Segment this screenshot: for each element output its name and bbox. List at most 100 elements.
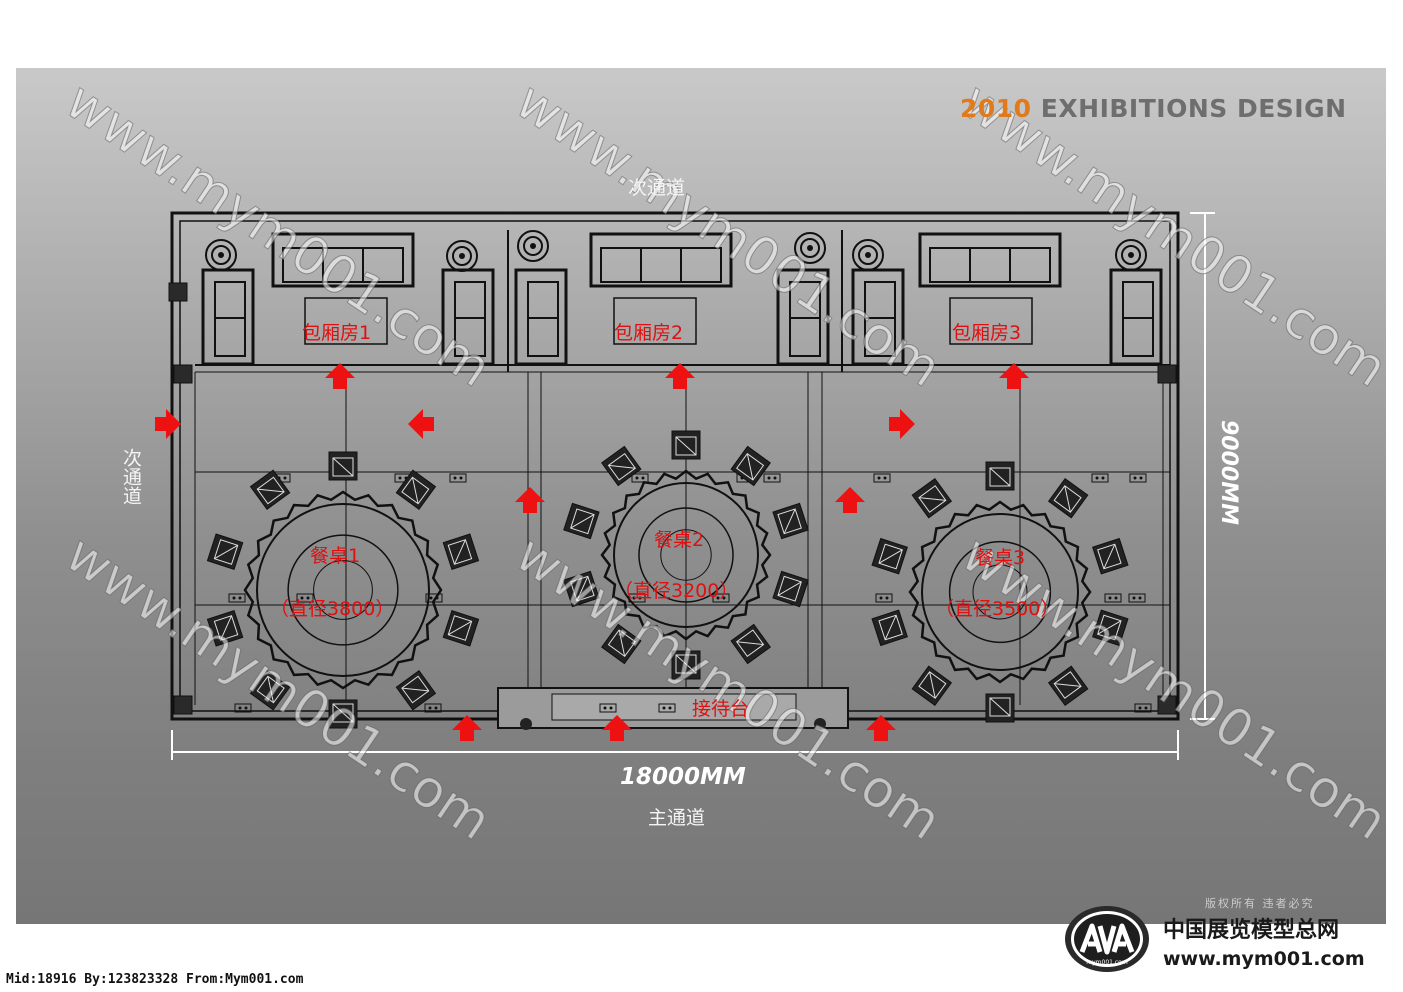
- armchair: [514, 268, 568, 366]
- brand-url[interactable]: www.mym001.com: [1163, 948, 1365, 970]
- footer-meta: Mid:18916 By:123823328 From:Mym001.com: [6, 972, 304, 987]
- dining-chair: [395, 469, 437, 510]
- truss-node: [449, 473, 467, 483]
- truss-node: [712, 593, 730, 603]
- dining-chair: [249, 670, 291, 711]
- brand-name: 中国展览模型总网: [1163, 918, 1340, 943]
- watermark: www.mym001.com: [505, 71, 952, 399]
- aisle-bottom-label: 主通道: [648, 807, 706, 829]
- height-dimension: 9000MM: [1216, 420, 1241, 526]
- dining-chair: [671, 430, 701, 460]
- brand-logo: mym001.com: [1065, 906, 1149, 972]
- direction-arrow-up: [452, 715, 482, 741]
- dining-chair: [395, 670, 437, 711]
- direction-arrow-right: [155, 409, 181, 439]
- dining-chair: [1047, 477, 1089, 519]
- dining-chair: [206, 610, 244, 647]
- dining-chair: [911, 665, 953, 707]
- table-top: [256, 503, 430, 677]
- dining-chair: [1092, 609, 1129, 647]
- table-edge: [600, 469, 772, 641]
- dining-chair: [772, 502, 809, 540]
- side-table-icon: [205, 239, 237, 271]
- dining-chair: [871, 537, 908, 575]
- dining-table-1: [206, 451, 480, 729]
- dining-tables: [206, 430, 1129, 729]
- table-top: [921, 513, 1079, 671]
- dining-chair: [601, 623, 642, 665]
- side-table-icon: [446, 240, 478, 272]
- spotlight-icon: [814, 718, 826, 730]
- side-table-icon: [1115, 239, 1147, 271]
- armchair: [776, 268, 830, 366]
- post: [173, 695, 193, 715]
- coffee-table: [613, 297, 697, 345]
- dining-chair: [249, 469, 291, 510]
- furniture: [168, 230, 1177, 730]
- room-label-2: 包厢房2: [614, 322, 684, 344]
- side-table-icon: [517, 230, 549, 262]
- table-label-3: 餐桌3: [975, 547, 1026, 569]
- truss-node: [873, 473, 891, 483]
- post: [1157, 364, 1177, 384]
- truss-node: [1129, 473, 1147, 483]
- dining-chair: [772, 570, 809, 608]
- header-title: 2010 EXHIBITIONS DESIGN: [960, 94, 1347, 123]
- side-table-icon: [852, 239, 884, 271]
- header-year: 2010: [960, 94, 1032, 123]
- watermark: www.mym001.com: [951, 524, 1398, 852]
- direction-arrow-up: [835, 487, 865, 513]
- table-diameter-2: （直径3200）: [614, 580, 739, 602]
- post: [168, 282, 188, 302]
- dining-chair: [563, 502, 600, 540]
- dining-chair: [206, 533, 244, 570]
- truss-node: [424, 703, 442, 713]
- truss-node: [234, 703, 252, 713]
- direction-arrow-up: [665, 363, 695, 389]
- table-center: [313, 560, 373, 620]
- table-top: [613, 482, 759, 628]
- logo-text: mym001.com: [1086, 959, 1128, 966]
- three-seat-sofa: [589, 232, 733, 288]
- direction-arrow-up: [325, 363, 355, 389]
- lazy-susan: [287, 534, 399, 646]
- post: [173, 364, 193, 384]
- dining-chair: [985, 461, 1015, 491]
- dining-chair: [871, 609, 908, 647]
- table-diameter-1: （直径3800）: [270, 598, 395, 620]
- dining-chair: [730, 445, 771, 487]
- lazy-susan: [638, 507, 734, 603]
- side-table-icon: [794, 232, 826, 264]
- truss-node: [658, 703, 676, 713]
- direction-arrow-left: [408, 409, 434, 439]
- direction-arrows: [155, 363, 1029, 741]
- table-label-2: 餐桌2: [654, 529, 705, 551]
- watermarks: www.mym001.com www.mym001.com www.mym001…: [54, 71, 1398, 853]
- watermark: www.mym001.com: [55, 71, 502, 399]
- copyright-text: 版权所有 违者必究: [1205, 897, 1315, 910]
- truss-node: [296, 593, 314, 603]
- truss-node: [599, 703, 617, 713]
- dining-chair: [985, 693, 1015, 723]
- table-label-1: 餐桌1: [310, 545, 361, 567]
- dining-chair: [442, 533, 480, 570]
- drawing-panel: [16, 68, 1386, 924]
- three-seat-sofa: [271, 232, 415, 288]
- dining-chair: [563, 570, 600, 608]
- dining-table-3: [871, 461, 1129, 723]
- truss-node: [631, 473, 649, 483]
- dining-table-2: [563, 430, 809, 680]
- dining-chair: [730, 623, 771, 665]
- table-center: [660, 529, 712, 581]
- direction-arrow-up: [866, 715, 896, 741]
- post: [1157, 695, 1177, 715]
- truss-node: [1091, 473, 1109, 483]
- reception-counter-inner: [551, 693, 797, 721]
- dining-chair: [442, 610, 480, 647]
- truss-node: [228, 593, 246, 603]
- dining-chair: [601, 445, 642, 487]
- coffee-table: [949, 297, 1033, 345]
- width-dimension: 18000MM: [620, 764, 746, 790]
- booth-structure: [170, 211, 1180, 729]
